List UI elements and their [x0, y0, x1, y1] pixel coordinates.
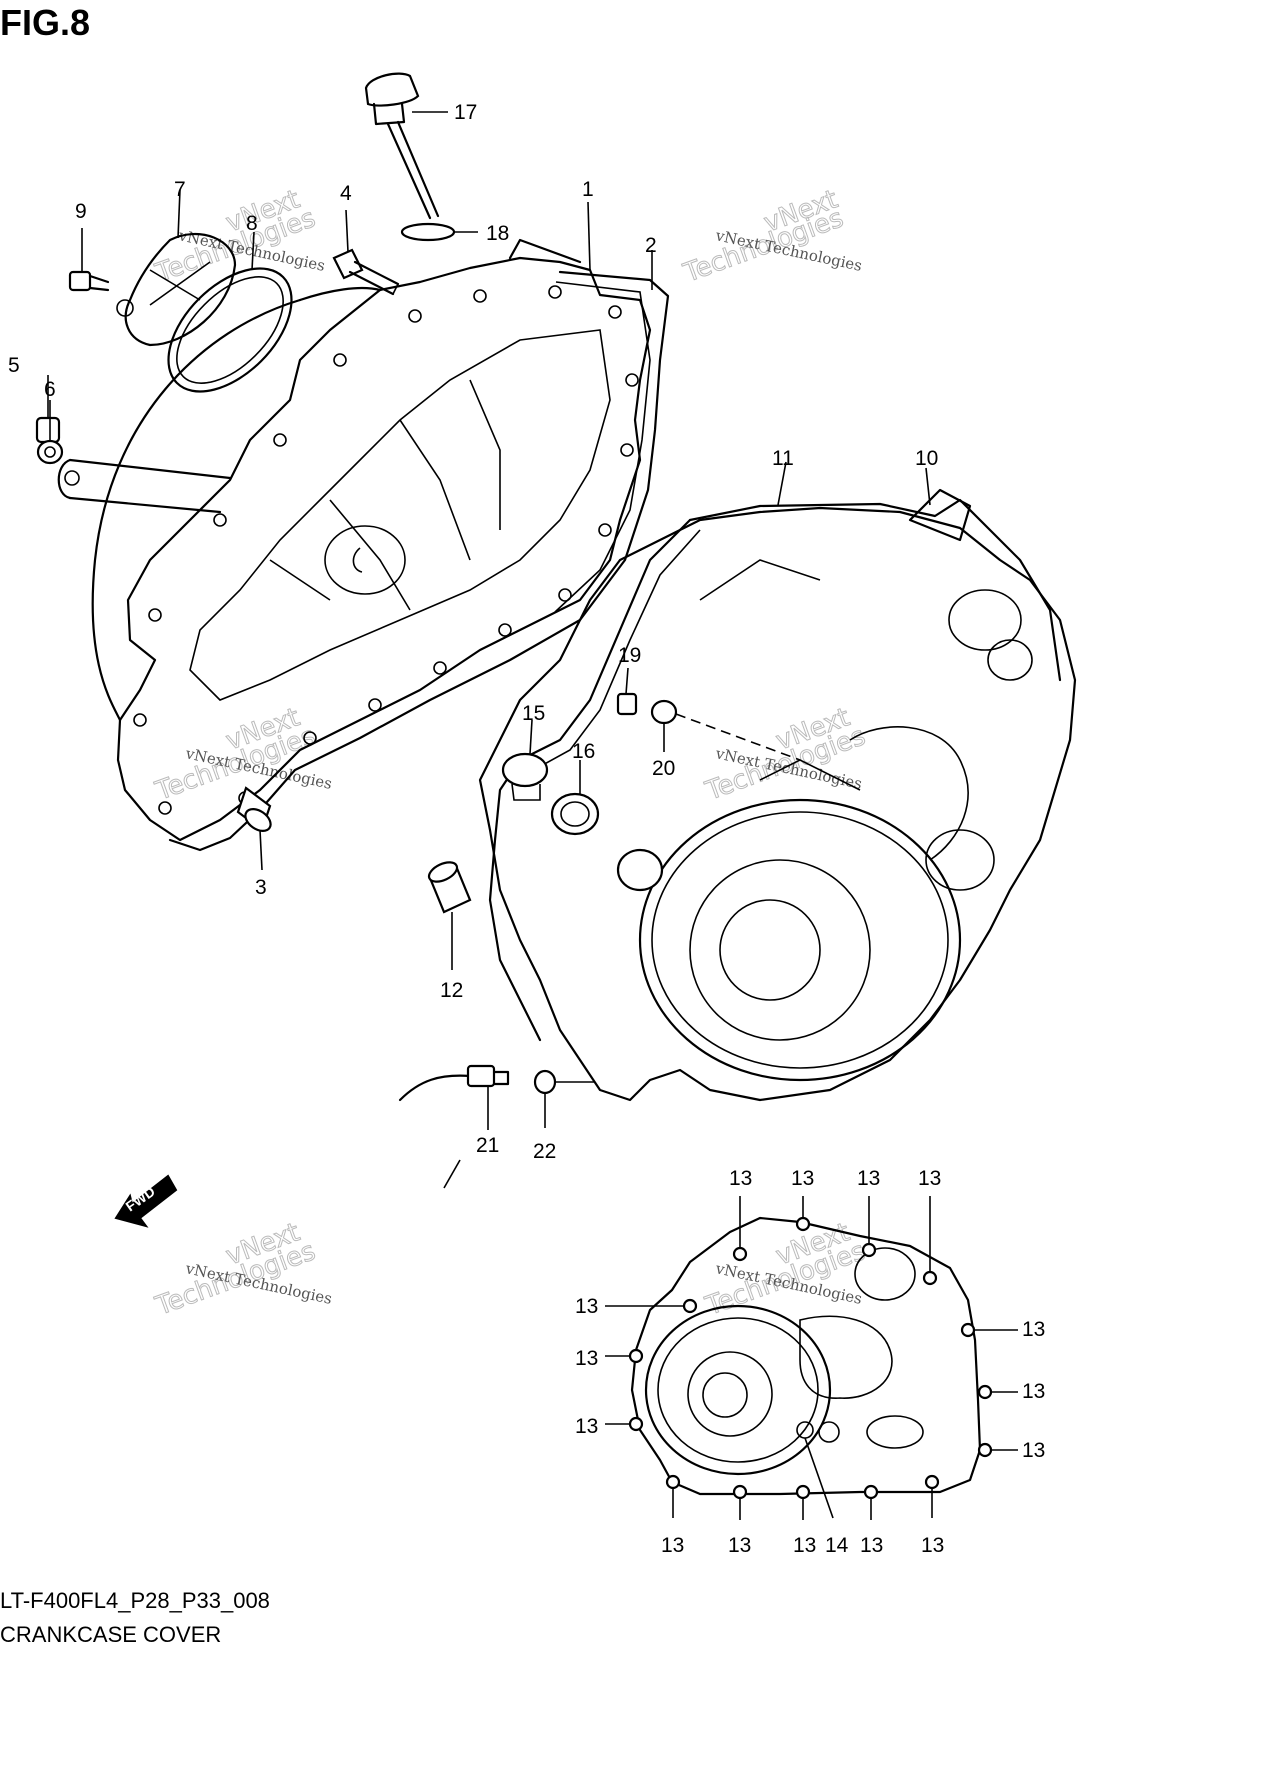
dowel-12 [427, 861, 472, 970]
callout-13: 13 [1022, 1318, 1045, 1341]
callout-13: 13 [921, 1534, 944, 1557]
callout-13: 13 [575, 1415, 598, 1438]
callout-16: 16 [572, 740, 595, 763]
callout-13: 13 [791, 1167, 814, 1190]
figure-name: CRANKCASE COVER [0, 1622, 222, 1647]
callout-12: 12 [440, 979, 463, 1002]
fwd-direction-arrow: FWD [114, 1174, 178, 1228]
callout-21: 21 [476, 1134, 499, 1157]
gasket-10 [908, 488, 972, 542]
o-ring-18 [400, 222, 478, 242]
callout-leaders [443, 201, 931, 1189]
callout-13: 13 [661, 1534, 684, 1557]
callout-13: 13 [1022, 1380, 1045, 1403]
gasket-2 [168, 270, 670, 852]
figure-title: FIG.8 [0, 2, 91, 43]
bolt-9 [68, 228, 110, 292]
watermark-mid-left: vNext Technologies vNext Technologies [151, 702, 334, 808]
callout-13: 13 [729, 1167, 752, 1190]
plug-15 [501, 719, 549, 801]
callout-7: 7 [174, 178, 186, 201]
bolt-4 [332, 209, 400, 296]
watermark-top-right: vNext Technologies vNext Technologies [679, 184, 864, 290]
callouts: 1 2 3 4 5 6 7 8 9 10 11 12 15 16 17 18 1… [8, 101, 1045, 1557]
washer-20 [650, 699, 801, 761]
callout-8: 8 [246, 212, 258, 235]
crankcase-cover-right [478, 506, 1077, 1102]
watermark-bottom-left: vNext Technologies vNext Technologies [151, 1217, 334, 1323]
washer-6 [36, 400, 64, 465]
bolt-19 [616, 667, 638, 716]
crankcase-cover-left [57, 238, 652, 842]
callout-20: 20 [652, 757, 675, 780]
callout-2: 2 [645, 234, 657, 257]
callout-13: 13 [1022, 1439, 1045, 1462]
callout-11: 11 [772, 447, 794, 470]
callout-18: 18 [486, 222, 509, 245]
callout-19: 19 [618, 644, 641, 667]
cover-detail-bolts [605, 1196, 1018, 1520]
callout-14: 14 [825, 1534, 849, 1557]
callout-13: 13 [728, 1534, 751, 1557]
callout-17: 17 [454, 101, 477, 124]
callout-22: 22 [533, 1140, 556, 1163]
callout-6: 6 [44, 378, 56, 401]
callout-15: 15 [522, 702, 545, 725]
washer-22 [533, 1069, 595, 1128]
figure-code: LT-F400FL4_P28_P33_008 [0, 1588, 270, 1613]
callout-13: 13 [575, 1295, 598, 1318]
callout-13: 13 [575, 1347, 598, 1370]
callout-13: 13 [793, 1534, 816, 1557]
callout-10: 10 [915, 447, 938, 470]
callout-4: 4 [340, 182, 352, 205]
callout-9: 9 [75, 200, 87, 223]
dipstick-17 [364, 72, 448, 220]
callout-3: 3 [255, 876, 267, 899]
callout-13: 13 [857, 1167, 880, 1190]
callout-5: 5 [8, 354, 20, 377]
callout-1: 1 [582, 178, 594, 201]
watermarks: vNext Technologies vNext Technologies vN… [151, 184, 870, 1323]
sensor-21 [398, 1064, 510, 1130]
o-ring-8 [167, 231, 293, 393]
callout-13: 13 [918, 1167, 941, 1190]
cap-7 [116, 189, 237, 347]
dowel-pin-3 [236, 786, 272, 871]
o-ring-16 [550, 760, 600, 836]
callout-13: 13 [860, 1534, 883, 1557]
